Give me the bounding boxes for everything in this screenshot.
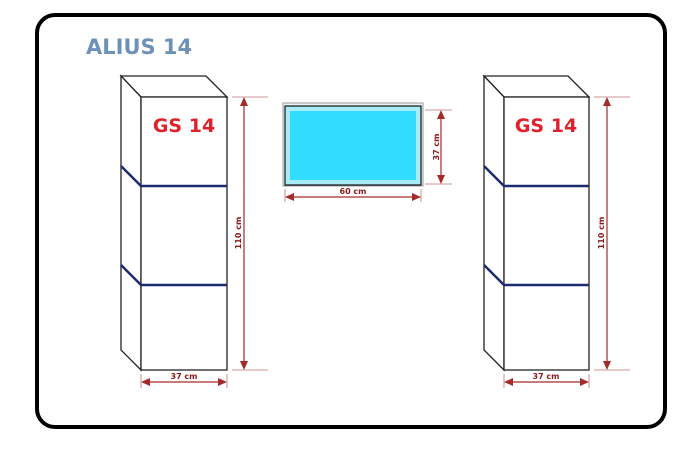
mirror-width-label: 60 cm bbox=[340, 187, 367, 196]
right-cabinet: GS 14 110 cm 37 cm bbox=[482, 74, 630, 388]
mirror-glass bbox=[290, 111, 416, 180]
height-label: 110 cm bbox=[597, 217, 606, 250]
width-label: 37 cm bbox=[533, 372, 560, 381]
cabinet-side bbox=[120, 74, 142, 372]
left-cabinet: GS 14 110 cm 37 cm bbox=[119, 74, 268, 388]
mirror: 37 cm 60 cm bbox=[282, 102, 452, 202]
mirror-height-label: 37 cm bbox=[432, 134, 441, 161]
width-label: 37 cm bbox=[171, 372, 198, 381]
height-label: 110 cm bbox=[234, 217, 243, 250]
cabinet-front bbox=[140, 96, 228, 371]
cabinet-label: GS 14 bbox=[153, 115, 215, 137]
cabinet-label: GS 14 bbox=[515, 115, 577, 137]
title: ALIUS 14 bbox=[86, 35, 192, 59]
